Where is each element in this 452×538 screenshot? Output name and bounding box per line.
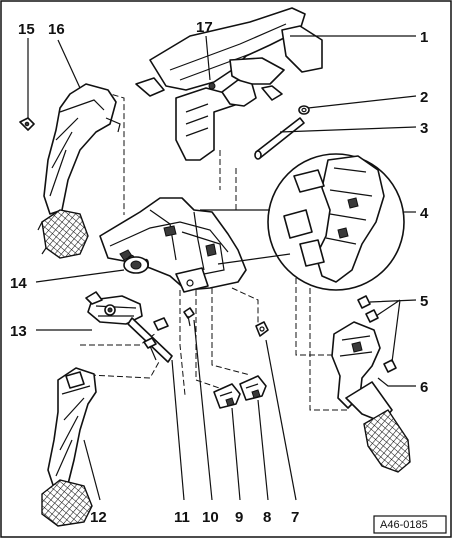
callout-16: 16 (48, 21, 65, 38)
callout-5: 5 (420, 293, 428, 310)
callout-17: 17 (196, 19, 213, 36)
clip-2 (298, 105, 310, 115)
callout-2: 2 (420, 89, 428, 106)
pedal-bracket-main (99, 197, 247, 293)
callout-6: 6 (420, 379, 428, 396)
callout-7: 7 (291, 509, 299, 526)
pivot-pin-3 (254, 117, 305, 160)
assembly-guide-lines (80, 91, 350, 411)
callout-12: 12 (90, 509, 107, 526)
reference-box: A46-0185 (373, 515, 447, 534)
callout-10: 10 (202, 509, 219, 526)
callout-labels: 1 2 3 4 5 6 7 8 9 10 11 12 13 14 15 16 1… (10, 19, 429, 526)
clutch-pedal-16 (37, 83, 121, 259)
bushing-7 (255, 321, 269, 337)
callout-13: 13 (10, 323, 27, 340)
brake-pedal-12 (41, 367, 97, 527)
reference-code: A46-0185 (380, 519, 428, 531)
switch-8 (239, 375, 267, 401)
callout-4: 4 (420, 205, 429, 222)
callout-leaders (27, 35, 417, 501)
callout-3: 3 (420, 120, 428, 137)
clip-15 (19, 117, 35, 131)
callout-8: 8 (263, 509, 271, 526)
linkage-13 (85, 291, 173, 363)
bolts-small (143, 307, 195, 361)
fasteners-5 (357, 295, 397, 373)
callout-1: 1 (420, 29, 428, 46)
brake-light-switch-9 (213, 383, 241, 409)
detail-inset-4 (200, 153, 405, 291)
callout-15: 15 (18, 21, 35, 38)
bracket-assembly-17 (135, 7, 323, 161)
callout-9: 9 (235, 509, 243, 526)
callout-14: 14 (10, 275, 27, 292)
return-spring-14 (123, 254, 149, 274)
accelerator-pedal-6 (331, 321, 411, 473)
callout-11: 11 (174, 509, 190, 526)
